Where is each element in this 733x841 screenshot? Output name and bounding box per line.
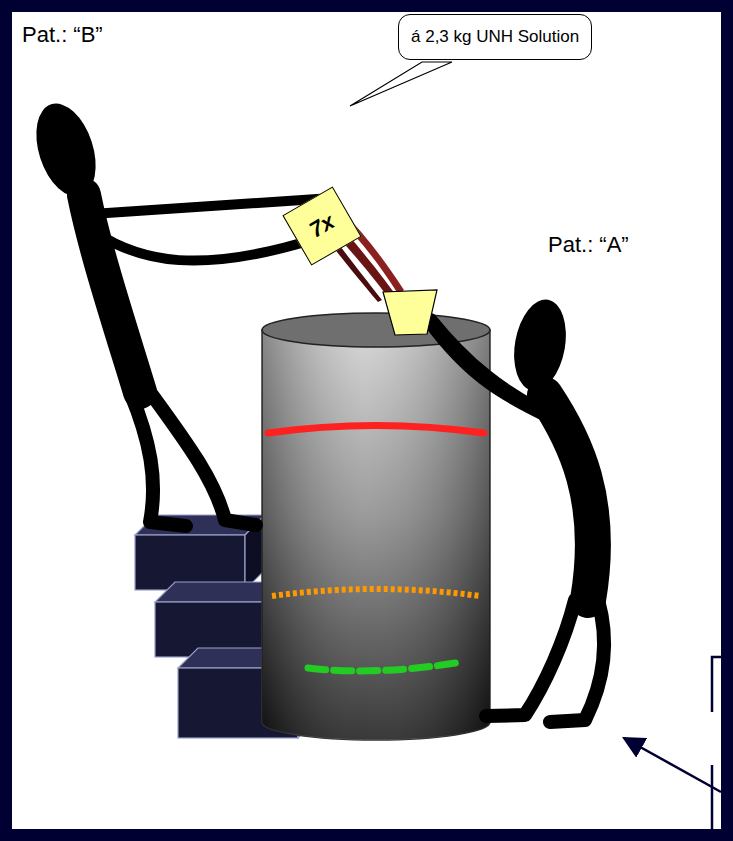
bubble-text: á 2,3 kg UNH Solution [411, 27, 579, 47]
bracket [712, 657, 721, 829]
panel [12, 12, 721, 829]
person-b-silhouette [25, 96, 332, 526]
pointer-arrow [624, 738, 721, 792]
speech-bubble: á 2,3 kg UNH Solution [398, 14, 592, 60]
patient-label: Pat.: “A” [548, 232, 629, 258]
small-bucket [383, 290, 437, 335]
count-text: 7x [305, 209, 339, 244]
person-a-silhouette [428, 295, 604, 722]
barrel [262, 313, 490, 740]
patient-label: Pat.: “B” [22, 22, 103, 48]
bubble-tail [350, 62, 452, 106]
